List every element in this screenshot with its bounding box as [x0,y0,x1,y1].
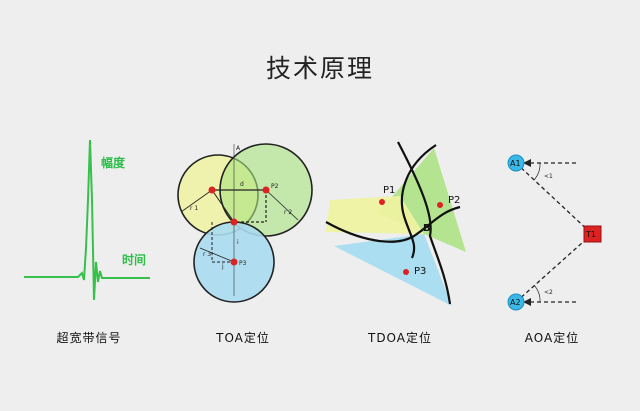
toa-radius-2 [265,189,299,221]
toa-label-r3: r 3 [203,251,211,258]
aoa-tag-t1 [583,225,602,243]
tdoa-blue-region [334,234,452,306]
toa-radius-1 [180,189,213,213]
tdoa-label-b: B [423,223,431,234]
tdoa-label-p1: P1 [383,185,395,196]
aoa-label-angle1: <1 [544,173,553,180]
caption-toa: TOA定位 [216,331,270,345]
tdoa-hyperbola-1 [400,144,437,259]
aoa-line-a1-t1 [515,162,593,235]
tdoa-green-region [378,148,466,252]
toa-point-p2 [262,186,270,194]
caption-tdoa: TDOA定位 [367,331,432,345]
toa-label-i: i [237,239,239,246]
tdoa-point-p2 [437,202,443,208]
toa-point-p1 [208,186,216,194]
aoa-label-a1: A1 [510,159,521,168]
tdoa-label-p2: P2 [448,195,460,206]
aoa-arrowhead-a1 [523,159,531,167]
aoa-anchor-a1 [507,154,525,172]
toa-radius-3 [199,247,235,263]
toa-target-point [230,218,238,226]
tdoa-hyperbola-3 [397,141,452,305]
toa-label-a: A [236,145,241,152]
toa-label-p3: P3 [239,260,247,267]
tdoa-diagram: P1 P2 P3 B [325,141,466,306]
tdoa-point-p3 [403,269,409,275]
toa-label-j: j [221,263,224,270]
tdoa-yellow-region [326,196,424,234]
caption-uwb: 超宽带信号 [56,331,122,345]
aoa-label-angle2: <2 [544,289,553,296]
toa-diagram: P2 P3 r 1 r 2 r 3 d i j A [177,143,313,303]
toa-link-p1-target [211,189,235,223]
aoa-label-a2: A2 [510,298,521,307]
uwb-pulse-waveform [24,139,150,301]
aoa-anchor-a2 [507,293,525,311]
toa-label-r1: r 1 [190,205,198,212]
aoa-arrowhead-a2 [523,298,531,306]
toa-label-p2: P2 [271,183,279,190]
toa-point-p3 [230,258,238,266]
amplitude-label: 幅度 [101,155,126,170]
tdoa-label-p3: P3 [414,266,426,277]
aoa-diagram: A1 A2 T1 <1 <2 [507,154,602,311]
toa-label-d: d [240,181,244,188]
aoa-angle-arc-1 [533,162,541,181]
aoa-angle-arc-2 [533,284,541,303]
time-label: 时间 [122,252,146,267]
uwb-signal-diagram: 幅度 时间 [24,139,150,301]
caption-aoa: AOA定位 [524,331,580,345]
toa-label-r2: r 2 [284,209,292,216]
aoa-line-a2-t1 [515,233,593,303]
tdoa-point-p1 [379,199,385,205]
aoa-label-t1: T1 [585,230,596,239]
page-title: 技术原理 [265,54,374,83]
tdoa-hyperbola-2 [325,205,461,243]
